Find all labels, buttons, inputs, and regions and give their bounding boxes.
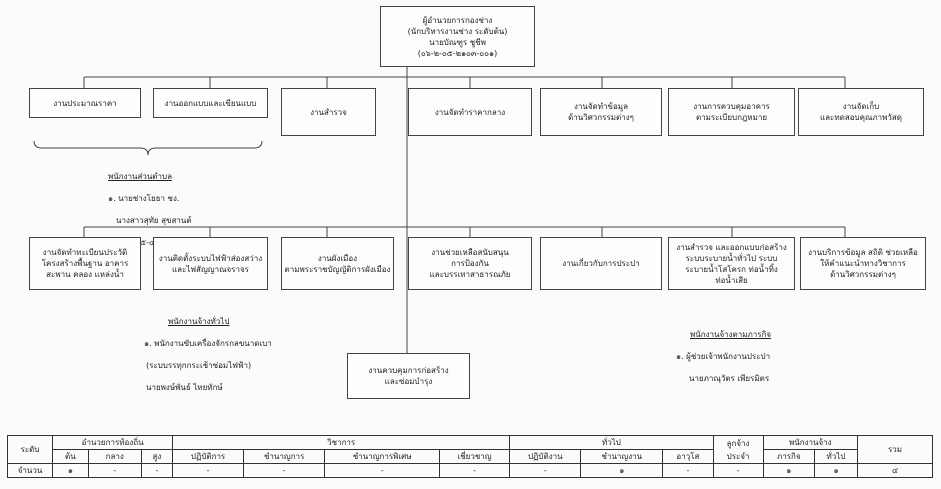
table-count-cell: ๑ (813, 463, 859, 478)
director-box: ผู้อำนวยการกองช่าง (นักบริหารงานช่าง ระด… (380, 6, 535, 67)
table-header-total: รวม (857, 435, 933, 464)
unit-box-material-testing: งานจัดเก็บ และทดสอบคุณภาพวัสดุ (798, 88, 924, 136)
unit-box-drainage: งานสำรวจ และออกแบบก่อสร้าง ระบบระบายน้ำท… (668, 237, 795, 290)
staff-note-line: นายพงษ์พันธ์ ไทยทักษ์ (146, 383, 223, 392)
table-count-cell: - (438, 463, 511, 478)
unit-box-infrastructure-registry: งานจัดทำทะเบียนประวัติ โครงสร้างพื้นฐาน … (29, 237, 141, 290)
table-count-cell: - (242, 463, 326, 478)
table-count-cell: - (712, 463, 764, 478)
table-group-academic: วิชาการ (172, 435, 511, 450)
staff-note-title: พนักงานจ้างทั่วไป (168, 317, 230, 326)
staff-note-line: ๑. พนักงานขับเครื่องจักรกลขนาดเบา (144, 339, 272, 348)
table-count-cell: ๔ (857, 463, 933, 478)
unit-box-estimate: งานประมาณราคา (29, 88, 141, 118)
staff-note-line: ๑. ผู้ช่วยเจ้าพนักงานประปา (676, 352, 771, 361)
table-sub-cell: ปฏิบัติงาน (509, 449, 582, 464)
unit-box-engineering-data: งานจัดทำข้อมูล ด้านวิศวกรรมต่างๆ (540, 88, 662, 136)
table-group-director: อำนวยการท้องถิ่น (51, 435, 174, 450)
table-count-cell: - (509, 463, 582, 478)
staff-note-title: พนักงานส่วนตำบล (108, 172, 172, 181)
table-sub-cell: ต้น (52, 449, 89, 464)
table-row: จำนวน ๑ - - - - - - - ๑ - - ๑ ๑ ๔ (7, 463, 933, 478)
unit-box-building-control: งานการควบคุมอาคาร ตามระเบียบกฎหมาย (668, 88, 795, 136)
director-position: (นักบริหารงานช่าง ระดับต้น) (407, 26, 508, 36)
unit-box-water-supply: งานเกี่ยวกับการประปา (540, 237, 662, 290)
table-sub-cell: ชำนาญงาน (580, 449, 664, 464)
table-count-cell: ๑ (762, 463, 815, 478)
staff-note-line: (๐๖-๒-๐๕-๔๗๐๑-๐๐๑) (111, 238, 192, 247)
table-sub-cell: ชำนาญการ (242, 449, 326, 464)
staff-note-general: พนักงานจ้างทั่วไป ๑. พนักงานขับเครื่องจั… (134, 305, 272, 404)
unit-box-construction-control: งานควบคุมการก่อสร้าง และซ่อมบำรุง (347, 353, 470, 399)
unit-box-survey: งานสำรวจ (281, 88, 376, 136)
unit-box-lighting: งานติดตั้งระบบไฟฟ้าส่องสว่าง และไฟสัญญาณ… (153, 237, 268, 290)
table-count-cell: - (87, 463, 142, 478)
table-sub-cell: เชี่ยวชาญ (438, 449, 511, 464)
unit-box-median-price: งานจัดทำราคากลาง (408, 88, 532, 136)
director-title: ผู้อำนวยการกองช่าง (422, 15, 493, 25)
table-sub-cell: ทั่วไป (813, 449, 859, 464)
director-name: นายบัณฑูร ชูชีพ (429, 37, 486, 47)
table-header-level: ระดับ (7, 435, 53, 464)
table-subheader-row: ต้น กลาง สูง ปฏิบัติการ ชำนาญการ ชำนาญกา… (8, 449, 933, 464)
director-code: (๐๖-๒-๐๕-๒๑๐๓-๐๐๑) (417, 48, 498, 58)
unit-box-design: งานออกแบบและเขียนแบบ (153, 88, 268, 118)
staffing-table: ระดับ อำนวยการท้องถิ่น วิชาการ ทั่วไป ลู… (7, 435, 933, 478)
staff-note-line: นางสาวสุทัย สุขสานต์ (116, 216, 192, 225)
table-sub-cell: ปฏิบัติการ (172, 449, 244, 464)
staff-note-line: นายภาณุวัตร เพียรมิตร (689, 374, 770, 383)
staff-note-mission: พนักงานจ้างตามภารกิจ ๑. ผู้ช่วยเจ้าพนักง… (676, 318, 771, 395)
table-count-cell: - (324, 463, 440, 478)
table-group-permanent: ลูกจ้าง ประจำ (712, 435, 764, 464)
unit-box-city-planning: งานผังเมือง ตามพระราชบัญญัติการผังเมือง (281, 237, 394, 290)
staff-note-line: ๑. นายช่างโยธา ชง. (108, 194, 180, 203)
table-count-cell: - (662, 463, 714, 478)
staff-note-subdistrict: พนักงานส่วนตำบล ๑. นายช่างโยธา ชง. นางสา… (108, 160, 192, 259)
unit-box-data-services: งานบริการข้อมูล สถิติ ช่วยเหลือ ให้คำแนะ… (800, 237, 926, 290)
table-sub-cell: สูง (140, 449, 174, 464)
unit-box-disaster-relief: งานช่วยเหลือสนับสนุน การป้องกัน และบรรเท… (408, 237, 532, 290)
staff-note-title: พนักงานจ้างตามภารกิจ (690, 330, 772, 339)
table-group-general: ทั่วไป (509, 435, 714, 450)
table-count-label: จำนวน (7, 463, 53, 478)
table-count-cell: ๑ (580, 463, 664, 478)
table-count-cell: - (172, 463, 244, 478)
table-count-cell: ๑ (52, 463, 89, 478)
staff-note-line: (ระบบรรทุกกระเช้าซ่อมไฟฟ้า) (146, 361, 252, 370)
table-header-row: ระดับ อำนวยการท้องถิ่น วิชาการ ทั่วไป ลู… (7, 435, 933, 464)
table-sub-cell: อาวุโส (662, 449, 714, 464)
table-count-cell: - (140, 463, 174, 478)
table-group-contract: พนักงานจ้าง (762, 435, 859, 450)
table-sub-cell: กลาง (87, 449, 142, 464)
table-sub-cell: ภารกิจ (762, 449, 815, 464)
table-sub-cell: ชำนาญการพิเศษ (324, 449, 440, 464)
